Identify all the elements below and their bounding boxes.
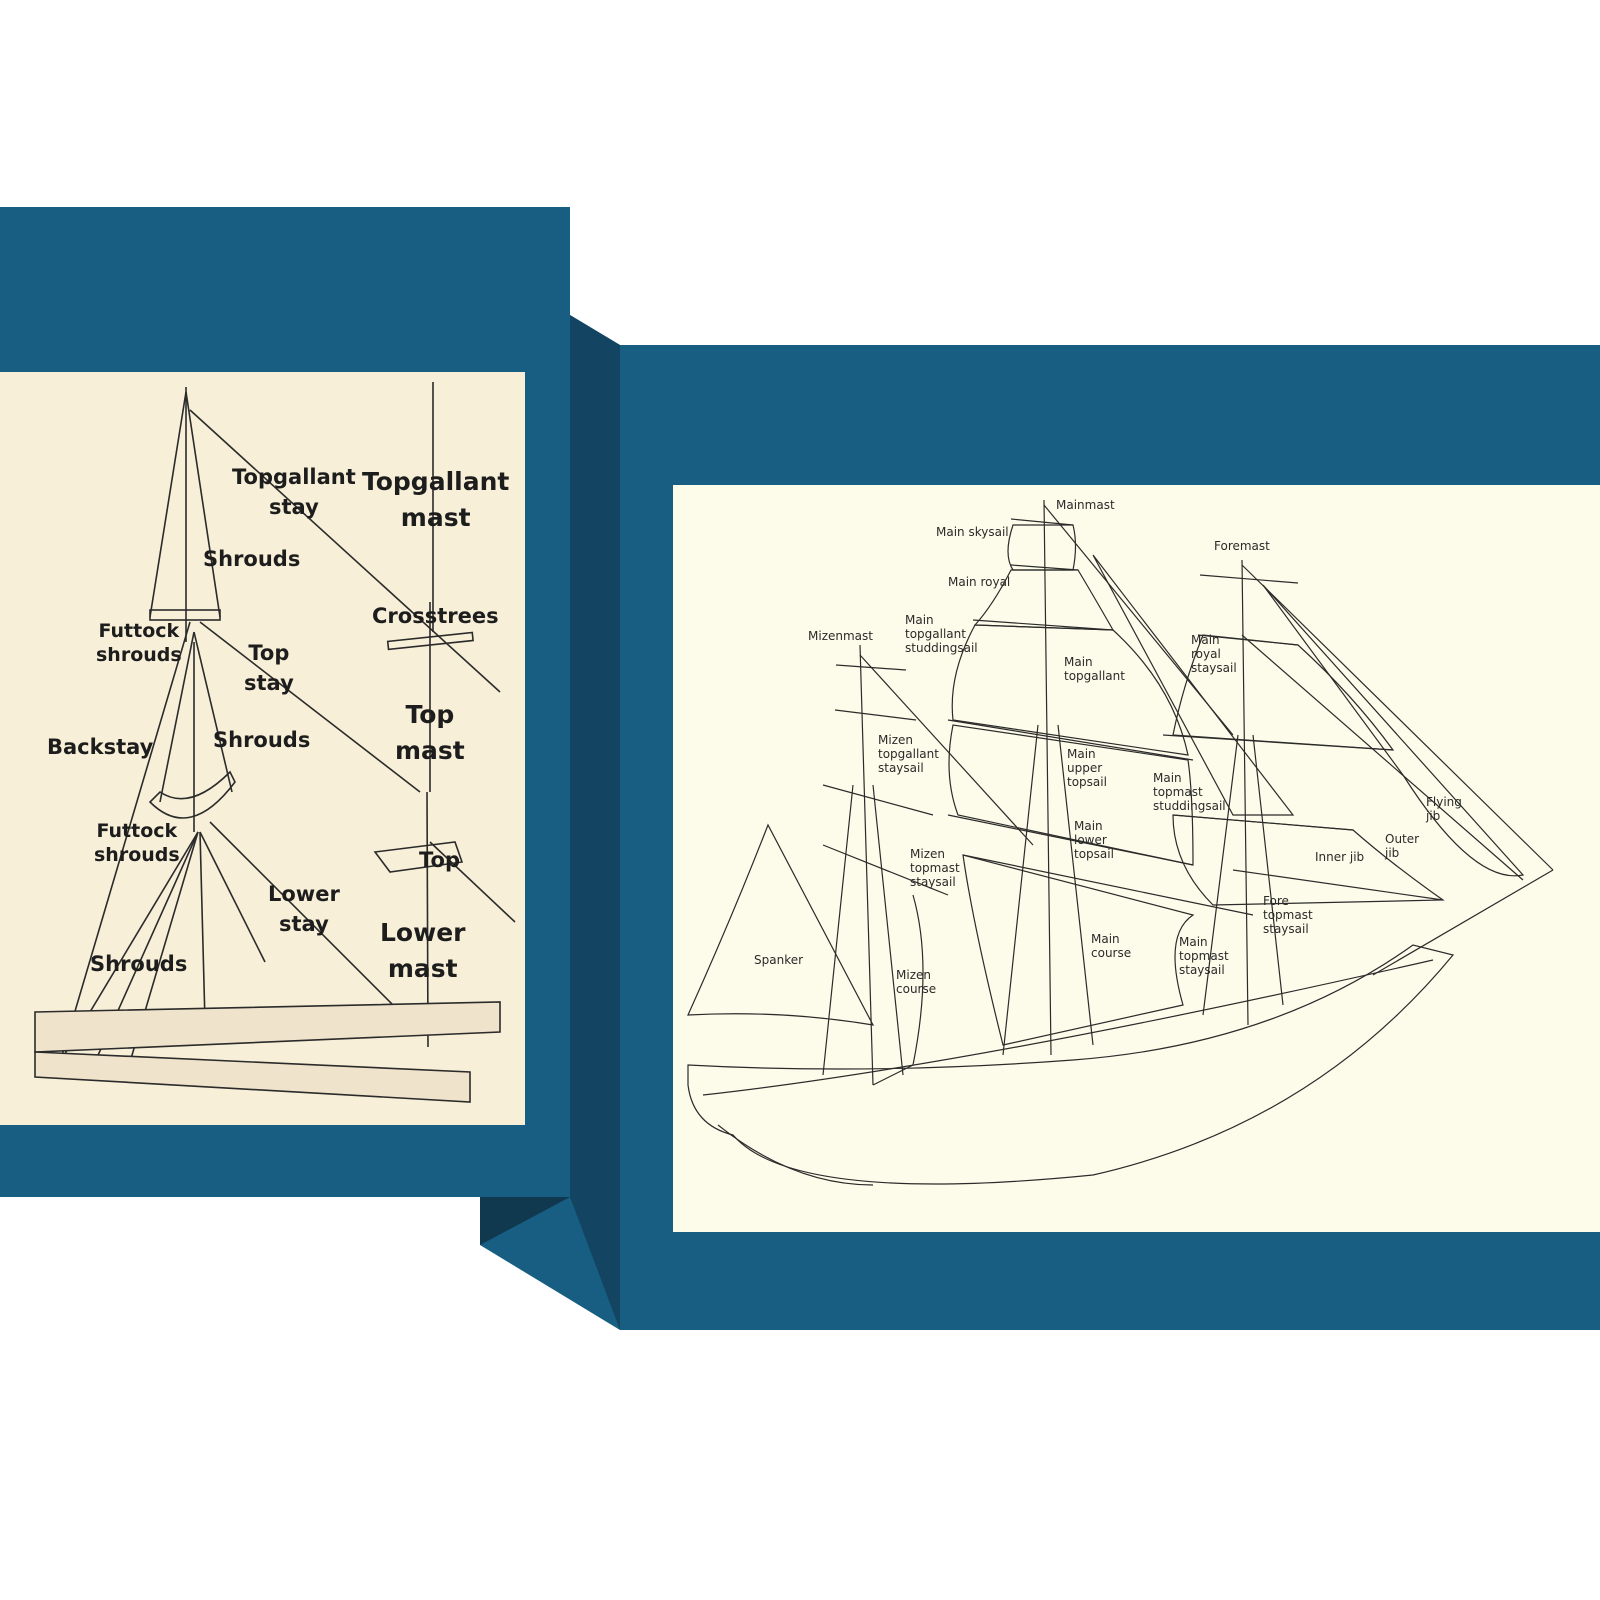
label-main-royal: Main royal — [948, 575, 1011, 589]
label-futtock-shrouds-lower: Futtock shrouds — [94, 820, 180, 866]
label-mizen-topgallant-staysail: Mizen topgallant staysail — [878, 733, 939, 775]
label-mizen-topmast-staysail: Mizen topmast staysail — [910, 847, 960, 889]
ship-drawing — [687, 499, 1554, 1186]
label-main-topmast-staysail: Main topmast staysail — [1179, 935, 1229, 977]
label-main-royal-staysail: Main royal staysail — [1191, 633, 1237, 675]
label-lower-mast: Lower mast — [380, 918, 466, 983]
label-backstay: Backstay — [47, 735, 154, 759]
label-fore-topmast-staysail: Fore topmast staysail — [1263, 894, 1313, 936]
label-mizenmast: Mizenmast — [808, 629, 873, 643]
label-crosstrees: Crosstrees — [372, 604, 499, 628]
label-main-upper-topsail: Main upper topsail — [1067, 747, 1107, 789]
label-mizen-course: Mizen course — [896, 968, 937, 996]
label-foremast: Foremast — [1214, 539, 1270, 553]
label-top: Top — [419, 848, 460, 872]
label-top-mast: Top mast — [395, 700, 465, 765]
label-main-topgallant-studdingsail: Main topgallant studdingsail — [905, 613, 978, 655]
mast-drawing — [34, 382, 516, 1103]
label-shrouds-lower: Shrouds — [90, 952, 188, 976]
label-flying-jib: Flying jib — [1426, 795, 1462, 823]
label-topgallant-stay: Topgallant stay — [232, 465, 356, 519]
label-main-topgallant: Main topgallant — [1064, 655, 1125, 683]
label-main-skysail: Main skysail — [936, 525, 1009, 539]
label-top-stay: Top stay — [244, 641, 294, 695]
label-spanker: Spanker — [754, 953, 804, 967]
sailing-ship-diagram: Mainmast Main skysail Foremast Main roya… — [673, 485, 1600, 1232]
label-futtock-shrouds-upper: Futtock shrouds — [96, 620, 182, 666]
label-shrouds-upper: Shrouds — [203, 547, 301, 571]
label-shrouds-middle: Shrouds — [213, 728, 311, 752]
label-outer-jib: Outer jib — [1385, 832, 1420, 860]
label-inner-jib: Inner jib — [1315, 850, 1365, 864]
label-mainmast: Mainmast — [1056, 498, 1115, 512]
label-topgallant-mast: Topgallant mast — [362, 467, 510, 532]
label-lower-stay: Lower stay — [268, 882, 340, 936]
label-main-lower-topsail: Main lower topsail — [1074, 819, 1114, 861]
label-main-topmast-studdingsail: Main topmast studdingsail — [1153, 771, 1226, 813]
label-main-course: Main course — [1091, 932, 1132, 960]
mast-rigging-diagram: Topgallant stay Topgallant mast Shrouds … — [0, 372, 525, 1125]
